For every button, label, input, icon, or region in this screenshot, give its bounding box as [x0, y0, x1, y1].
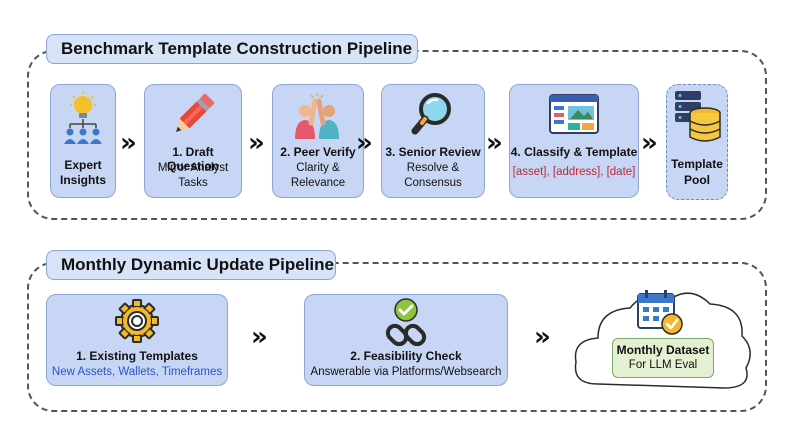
- arrow-5: »: [641, 128, 658, 158]
- feasibility-check-desc: Answerable via Platforms/Websearch: [310, 366, 502, 378]
- monthly-dataset-box: Monthly Dataset For LLM Eval: [612, 338, 714, 378]
- gear-icon: [47, 299, 227, 343]
- database-icon: [667, 89, 727, 145]
- template-icon: [510, 91, 638, 139]
- expert-insights-label-1: Expert: [64, 158, 102, 172]
- monthly-dataset-desc: For LLM Eval: [628, 359, 698, 371]
- arrow-4: »: [486, 128, 503, 158]
- senior-review-desc-1: Resolve &: [406, 162, 460, 174]
- existing-templates-title: 1. Existing Templates: [76, 349, 198, 363]
- senior-review-desc-2: Consensus: [404, 177, 462, 189]
- arrow-7: »: [534, 322, 551, 352]
- feasibility-check-title: 2. Feasibility Check: [350, 349, 462, 363]
- pencil-icon: [145, 89, 241, 141]
- monthly-dataset-cloud: Monthly Dataset For LLM Eval: [568, 284, 758, 402]
- magnifier-icon: [382, 91, 484, 139]
- peer-verify-desc-2: Relevance: [290, 177, 346, 189]
- draft-question-desc-2: Tasks: [178, 177, 208, 189]
- update-pipeline-section: [27, 262, 767, 412]
- arrow-6: »: [251, 322, 268, 352]
- existing-templates-desc: New Assets, Wallets, Timeframes: [51, 366, 223, 378]
- draft-question-card: 1. Draft Question Mirror Analyst Tasks: [144, 84, 242, 198]
- classify-template-title: 4. Classify & Template: [510, 145, 638, 159]
- template-pool-label-1: Template: [671, 157, 723, 171]
- classify-template-placeholders: [asset], [address], [date]: [512, 166, 636, 178]
- expert-insights-icon: [51, 91, 115, 145]
- template-pool-card: Template Pool: [666, 84, 728, 200]
- link-check-icon: [305, 297, 507, 347]
- feasibility-check-card: 2. Feasibility Check Answerable via Plat…: [304, 294, 508, 386]
- senior-review-card: 3. Senior Review Resolve & Consensus: [381, 84, 485, 198]
- expert-insights-label-2: Insights: [59, 173, 106, 187]
- calendar-check-icon: [634, 288, 686, 343]
- arrow-2: »: [248, 128, 265, 158]
- peer-verify-card: 2. Peer Verify Clarity & Relevance: [272, 84, 364, 198]
- peer-verify-desc-1: Clarity &: [296, 162, 340, 174]
- arrow-1: »: [120, 128, 137, 158]
- classify-template-card: 4. Classify & Template [asset], [address…: [509, 84, 639, 198]
- arrow-3: »: [356, 128, 373, 158]
- senior-review-title: 3. Senior Review: [385, 145, 481, 159]
- template-pool-label-2: Pool: [684, 173, 710, 187]
- draft-question-title: 1. Draft Question: [166, 145, 219, 173]
- monthly-dataset-title: Monthly Dataset: [616, 343, 710, 357]
- high-five-icon: [273, 91, 363, 141]
- expert-insights-card: Expert Insights: [50, 84, 116, 198]
- peer-verify-title: 2. Peer Verify: [280, 145, 356, 159]
- existing-templates-card: 1. Existing Templates New Assets, Wallet…: [46, 294, 228, 386]
- update-pipeline-title: Monthly Dynamic Update Pipeline: [46, 250, 336, 280]
- draft-question-desc-1: Mirror Analyst: [157, 162, 229, 174]
- construction-pipeline-title: Benchmark Template Construction Pipeline: [46, 34, 418, 64]
